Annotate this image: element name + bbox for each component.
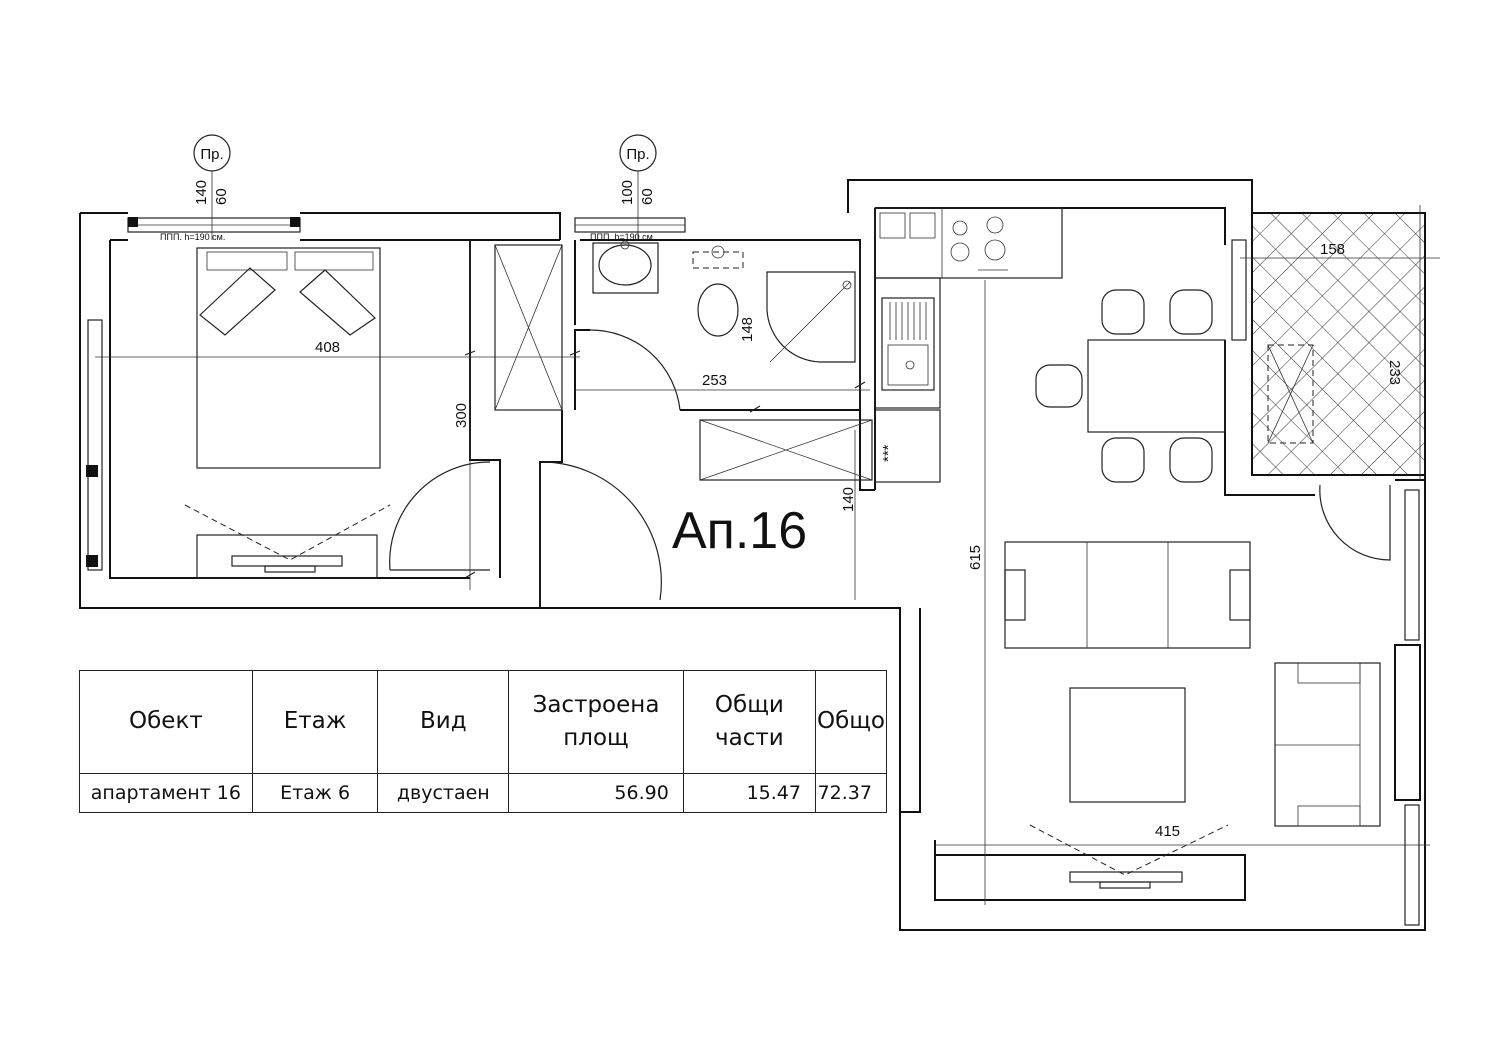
header-common-parts: Общи части (682, 670, 816, 774)
dim-bedroom-width: 408 (315, 339, 340, 356)
dim-balcony-depth: 233 (1386, 360, 1403, 385)
dining-table (1087, 339, 1226, 433)
dim-bath-width: 253 (702, 372, 727, 389)
fridge: *** (874, 409, 941, 483)
window-living-side (1231, 239, 1420, 926)
header-total: Общо (814, 670, 888, 774)
dim-living-depth: 615 (967, 545, 984, 570)
dim-balcony-width: 158 (1320, 241, 1345, 258)
cell-object: апартамент 16 (79, 773, 253, 813)
double-bed (196, 247, 381, 469)
wardrobe (494, 244, 563, 411)
dim-bath-depth: 148 (739, 317, 756, 342)
window-height-label: 60 (213, 188, 230, 205)
cell-type: двустаен (377, 773, 510, 813)
door-bathroom (589, 329, 681, 411)
header-type: Вид (377, 670, 510, 774)
door-balcony (1319, 484, 1391, 561)
door-entrance (539, 461, 662, 608)
header-object: Обект (79, 670, 253, 774)
window-tag-label: Пр. (200, 146, 223, 163)
tv-unit-bedroom (184, 504, 391, 579)
door-bedroom (389, 461, 491, 571)
window-note: ППП. h=190 см. (160, 232, 225, 242)
header-built-area: Застроена площ (508, 670, 684, 774)
armchair (1274, 662, 1381, 827)
window-bathroom (574, 217, 686, 233)
window-height-label: 60 (639, 188, 656, 205)
interior-walls (469, 208, 1226, 608)
kitchen-counter (874, 207, 1063, 409)
appliance-mark: *** (880, 444, 897, 462)
window-width-label: 140 (193, 180, 210, 205)
tv-unit-living (1029, 824, 1229, 889)
table-row: апартамент 16 Етаж 6 двустаен 56.90 15.4… (79, 773, 888, 813)
washbasin (592, 240, 659, 294)
window-tag-2: Пр. 100 60 ППП. h=190 см. (590, 134, 657, 242)
coffee-table (1069, 687, 1186, 803)
dim-bedroom-depth: 300 (453, 403, 470, 428)
kitchen-sink (881, 297, 935, 391)
dining-chairs (1035, 289, 1213, 483)
window-bedroom-side (86, 319, 103, 571)
dim-living-width: 415 (1155, 823, 1180, 840)
window-tag-label: Пр. (626, 146, 649, 163)
table-header-row: Обект Етаж Вид Застроена площ Общи части… (79, 670, 888, 774)
balcony (1251, 212, 1426, 476)
hall-wardrobe (699, 419, 873, 481)
window-bedroom (127, 217, 301, 233)
cell-total: 72.37 (814, 773, 888, 813)
dimension-lines (95, 205, 1440, 905)
header-floor: Етаж (251, 670, 379, 774)
stove (950, 216, 1008, 271)
window-note: ППП. h=190 см. (590, 232, 655, 242)
dim-hall-depth: 140 (840, 487, 857, 512)
toilet (692, 245, 744, 337)
cell-floor: Етаж 6 (251, 773, 379, 813)
cell-common-parts: 15.47 (682, 773, 816, 813)
area-table: Обект Етаж Вид Застроена площ Общи части… (79, 670, 888, 813)
window-width-label: 100 (619, 180, 636, 205)
shower-tray (766, 271, 856, 363)
window-tag-1: Пр. 140 60 ППП. h=190 см. (160, 134, 231, 242)
apartment-title: Ап.16 (672, 502, 807, 560)
cell-built-area: 56.90 (508, 773, 684, 813)
sofa (1004, 541, 1251, 649)
